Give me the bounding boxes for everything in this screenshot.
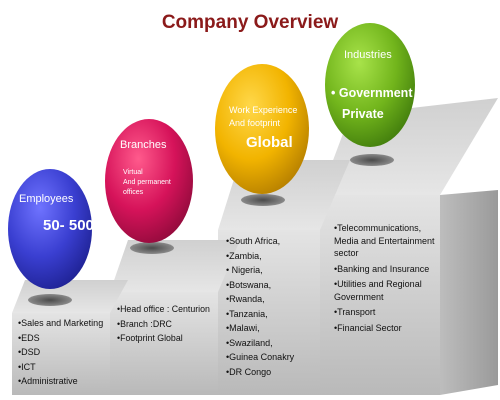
experience-oval <box>215 64 309 194</box>
list-item: •Administrative <box>18 376 78 386</box>
employees-heading: Employees <box>19 193 74 205</box>
list-item: •Zambia, <box>226 250 262 261</box>
branches-heading: Branches <box>120 139 167 151</box>
list-item: •Transport <box>334 307 376 317</box>
industries-highlight-1: • Government <box>331 86 413 100</box>
list-item: •Financial Sector <box>334 322 402 333</box>
industries-list: •Telecommunications, Media and Entertain… <box>334 222 438 337</box>
step-2-front <box>110 292 218 395</box>
list-item: •Swaziland, <box>226 337 273 348</box>
step-2-top <box>110 240 240 292</box>
list-item: •ICT <box>18 361 36 372</box>
branches-list: •Head office : Centurion •Branch :DRC •F… <box>117 302 221 346</box>
list-item: •Utilities and Regional Government <box>334 279 422 302</box>
list-item: •Branch :DRC <box>117 318 172 329</box>
experience-heading-line-1: Work Experience <box>229 105 298 115</box>
branches-subtext-1: Virtual <box>123 169 143 176</box>
industries-highlight-2: Private <box>342 107 384 121</box>
list-item: •Footprint Global <box>117 333 183 343</box>
list-item: •Telecommunications, Media and Entertain… <box>334 223 435 258</box>
list-item: • Nigeria, <box>226 265 263 275</box>
step-4-front <box>320 195 440 395</box>
stair-right-side <box>440 190 498 395</box>
countries-list: •South Africa, •Zambia, • Nigeria, •Bots… <box>226 234 320 379</box>
step-3-front <box>218 230 320 395</box>
list-item: •Botswana, <box>226 279 272 290</box>
list-item: •Malawi, <box>226 323 260 333</box>
shadow-employees <box>28 294 72 306</box>
list-item: •South Africa, <box>226 236 281 246</box>
branches-subtext-3: offices <box>123 189 144 196</box>
list-item: •Tanzania, <box>226 308 268 319</box>
shadow-branches <box>130 242 174 254</box>
branches-oval <box>105 119 193 243</box>
shadow-experience <box>241 194 285 206</box>
list-item: •DR Congo <box>226 366 272 377</box>
experience-highlight: Global <box>246 134 293 151</box>
employees-count: 50- 500 <box>43 217 94 234</box>
list-item: •Banking and Insurance <box>334 263 430 274</box>
list-item: •Head office : Centurion <box>117 304 210 314</box>
employees-oval <box>8 169 92 289</box>
step-1-front <box>12 313 110 395</box>
industries-oval <box>325 23 415 147</box>
page-title: Company Overview <box>161 12 339 33</box>
shadow-industries <box>350 154 394 166</box>
branches-subtext-2: And permanent <box>123 179 171 186</box>
step-1-top <box>12 280 128 313</box>
list-item: •Guinea Conakry <box>226 352 295 362</box>
list-item: •Rwanda, <box>226 294 265 304</box>
industries-heading: Industries <box>344 49 392 61</box>
employees-list: •Sales and Marketing •EDS •DSD •ICT •Adm… <box>18 316 110 389</box>
experience-heading-line-2: And footprint <box>229 118 281 128</box>
list-item: •Sales and Marketing <box>18 318 104 328</box>
list-item: •DSD <box>18 347 41 357</box>
list-item: •EDS <box>18 332 40 343</box>
